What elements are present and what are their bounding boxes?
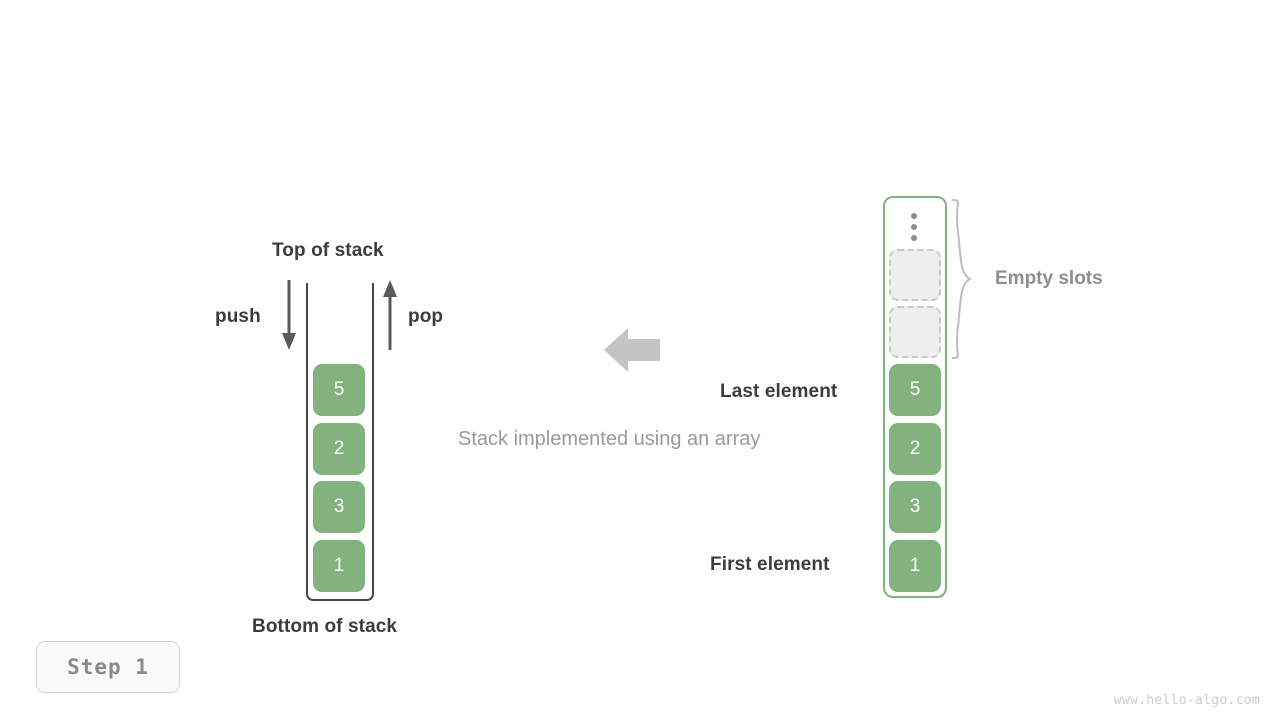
pop-label: pop — [408, 306, 444, 327]
empty-slot — [889, 306, 941, 358]
transform-arrow-icon — [604, 328, 660, 372]
empty-slots-label: Empty slots — [995, 268, 1103, 289]
push-label: push — [215, 306, 261, 327]
bottom-of-stack-label: Bottom of stack — [252, 616, 398, 637]
watermark: www.hello-algo.com — [1113, 693, 1260, 708]
pop-arrow-icon — [383, 280, 397, 350]
empty-slot — [889, 249, 941, 301]
last-element-label: Last element — [720, 381, 838, 402]
array-container — [883, 196, 947, 598]
stack-cell: 3 — [313, 481, 365, 533]
array-cell: 3 — [889, 481, 941, 533]
diagram-caption: Stack implemented using an array — [458, 428, 761, 450]
step-badge: Step 1 — [36, 641, 180, 693]
stack-cell: 5 — [313, 364, 365, 416]
top-of-stack-label: Top of stack — [272, 240, 384, 261]
array-cell: 1 — [889, 540, 941, 592]
stack-cell: 2 — [313, 423, 365, 475]
array-cell: 5 — [889, 364, 941, 416]
empty-slots-brace — [952, 199, 973, 359]
array-cell: 2 — [889, 423, 941, 475]
stack-container — [306, 283, 374, 601]
vertical-ellipsis-icon — [910, 213, 918, 241]
stack-cell: 1 — [313, 540, 365, 592]
push-arrow-icon — [282, 280, 296, 350]
first-element-label: First element — [710, 554, 830, 575]
